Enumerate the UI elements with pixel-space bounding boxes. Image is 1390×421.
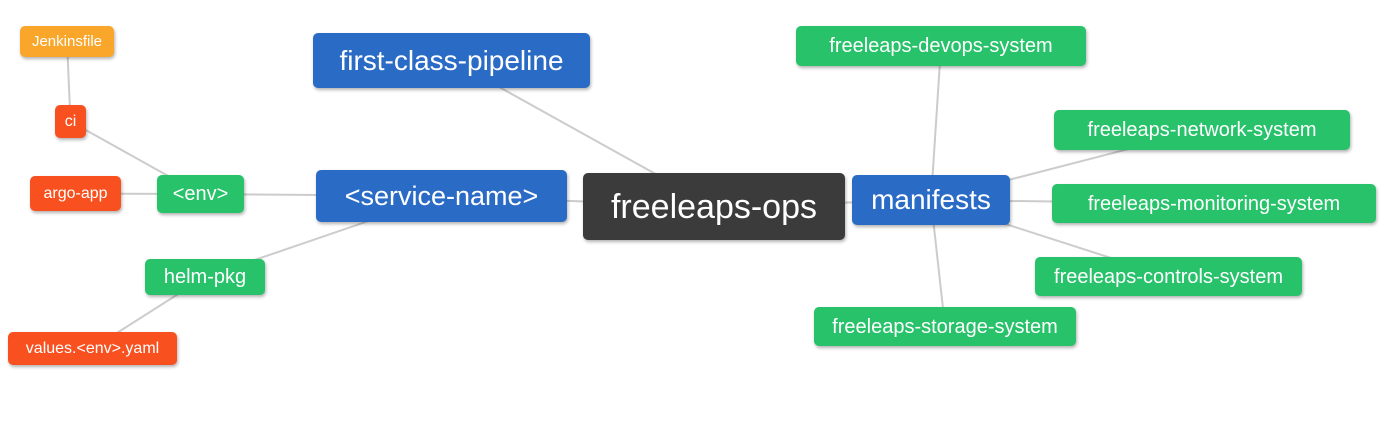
node-service-name[interactable]: <service-name>: [316, 170, 567, 222]
edge-manifests-devops-system: [930, 45, 942, 201]
node-devops-system[interactable]: freeleaps-devops-system: [796, 26, 1086, 66]
node-argo-app[interactable]: argo-app: [30, 176, 121, 211]
node-storage-system[interactable]: freeleaps-storage-system: [814, 307, 1076, 346]
node-controls-system[interactable]: freeleaps-controls-system: [1035, 257, 1302, 296]
node-ci[interactable]: ci: [55, 105, 86, 138]
node-network-system[interactable]: freeleaps-network-system: [1054, 110, 1350, 150]
node-manifests[interactable]: manifests: [852, 175, 1010, 225]
node-freeleaps-ops[interactable]: freeleaps-ops: [583, 173, 845, 240]
node-monitoring-system[interactable]: freeleaps-monitoring-system: [1052, 184, 1376, 223]
node-jenkinsfile[interactable]: Jenkinsfile: [20, 26, 114, 57]
node-first-class-pipeline[interactable]: first-class-pipeline: [313, 33, 590, 88]
node-env[interactable]: <env>: [157, 175, 244, 213]
node-helm-pkg[interactable]: helm-pkg: [145, 259, 265, 295]
node-values-env-yaml[interactable]: values.<env>.yaml: [8, 332, 177, 365]
